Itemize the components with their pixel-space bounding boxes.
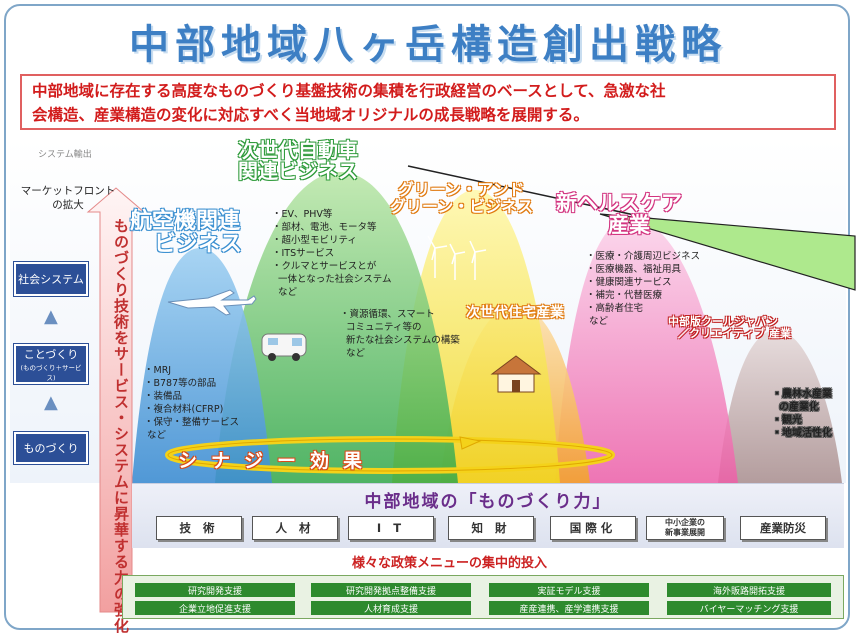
support-rd-base: 研究開発拠点整備支援 [311, 583, 471, 597]
pillar-internationalization: 国際化 [550, 516, 636, 540]
intro-line-1: 中部地域に存在する高度なものづくり基盤技術の集積を行政経営のベースとして、急激な… [32, 82, 666, 100]
system-export-label: システム輸出 [38, 150, 92, 160]
vertical-strengthen-text: ものづくり技術をサービス・システムに昇華する力の強化 [112, 218, 130, 634]
level-kotozukuri: ことづくり (ものづくり＋サービス) [14, 344, 88, 384]
level-monozukuri-label: ものづくり [23, 442, 79, 455]
monozukuri-title: 中部地域の「ものづくり力」 [364, 492, 612, 512]
aviation-title-line-2: ビジネス [154, 232, 243, 258]
auto-title-line-1: 次世代自動車 [238, 138, 358, 162]
pillar-industrial-disaster-prevention: 産業防災 [740, 516, 826, 540]
auto-items: ・EV、PHV等 ・部材、電池、モータ等 ・超小型モビリティ ・ITSサービス … [272, 209, 392, 298]
health-title-line-1: 新ヘルスケア [556, 191, 682, 215]
page-title: 中部地域八ヶ岳構造創出戦略 [129, 22, 727, 68]
market-front-line-2: の拡大 [52, 199, 84, 211]
housing-title: 次世代住宅産業 [466, 305, 564, 321]
intro-box: 中部地域に存在する高度なものづくり基盤技術の集積を行政経営のベースとして、急激な… [20, 74, 836, 130]
pillar-sme-new-business: 中小企業の 新事業展開 [646, 516, 724, 540]
synergy-label: シナジー効果 [178, 450, 377, 472]
pillar-it: I T [348, 516, 434, 540]
upward-arrow-icon: ▲ [44, 306, 58, 327]
pillar-sme-line-1: 中小企業の [665, 518, 705, 527]
support-demo-model: 実証モデル支援 [489, 583, 649, 597]
support-rd: 研究開発支援 [135, 583, 295, 597]
cool-japan-line-1: 中部版クールジャパン [668, 315, 778, 328]
support-overseas-market: 海外販路開拓支援 [667, 583, 831, 597]
support-panel: 研究開発支援 研究開発拠点整備支援 実証モデル支援 海外販路開拓支援 企業立地促… [122, 575, 844, 619]
auto-title: 次世代自動車 関連ビジネス [238, 140, 358, 182]
support-collaboration: 産産連携、産学連携支援 [489, 601, 649, 615]
level-social-system-label: 社会システム [18, 273, 84, 286]
level-kotozukuri-label: ことづくり [23, 348, 79, 361]
monozukuri-band: 中部地域の「ものづくり力」 技 術 人 材 I T 知 財 国際化 中小企業の … [132, 483, 844, 548]
green-title-line-1: グリーン・アンド [398, 180, 525, 199]
level-monozukuri: ものづくり [14, 432, 88, 464]
camper-van-icon [261, 333, 307, 361]
level-kotozukuri-sub: (ものづくり＋サービス) [20, 364, 82, 382]
pillar-technology: 技 術 [156, 516, 242, 540]
support-talent: 人材育成支援 [311, 601, 471, 615]
health-title-line-2: 産業 [608, 213, 650, 238]
intro-line-2: 会構造、産業構造の変化に対応すべく当地域オリジナルの成長戦略を展開する。 [32, 106, 589, 124]
cool-japan-title: 中部版クールジャパン ／クリエイティブ 産業 [668, 316, 791, 339]
cool-japan-line-2: ／クリエイティブ 産業 [678, 326, 791, 340]
green-title-line-2: グリーン・ビジネス [390, 196, 534, 216]
aviation-title: 航空機関連 ビジネス [130, 210, 242, 256]
auto-title-line-2: 関連ビジネス [238, 159, 358, 183]
green-title: グリーン・アンド グリーン・ビジネス [390, 180, 534, 216]
upward-arrow-icon: ▲ [44, 392, 58, 413]
support-buyer-matching: バイヤーマッチング支援 [667, 601, 831, 615]
house-icon [490, 355, 542, 393]
aviation-title-line-1: 航空機関連 [130, 209, 241, 234]
aviation-items: ・MRJ ・B787等の部品 ・装備品 ・複合材料(CFRP) ・保守・整備サー… [144, 365, 240, 441]
health-title: 新ヘルスケア 産業 [556, 192, 682, 236]
airplane-icon [167, 289, 257, 316]
pillar-ip: 知 財 [448, 516, 534, 540]
wind-turbine-icon [427, 235, 487, 280]
policy-menu-title: 様々な政策メニューの集中的投入 [352, 556, 548, 571]
pillar-sme-line-2: 新事業展開 [665, 528, 705, 537]
market-front-line-1: マーケットフロント [20, 185, 116, 197]
support-location: 企業立地促進支援 [135, 601, 295, 615]
pillar-human-resources: 人 材 [252, 516, 338, 540]
health-items: ・医療・介護周辺ビジネス ・医療機器、福祉用具 ・健康関連サービス ・補完・代替… [586, 251, 701, 327]
level-social-system: 社会システム [14, 262, 88, 296]
green-items: ・資源循環、スマート コミュニティ等の 新たな社会システムの構築 など [340, 309, 460, 359]
market-front-label: マーケットフロント の拡大 [20, 184, 116, 212]
agri-items: ・農林水産業 の産業化 ・観光 ・地域活性化 [772, 389, 832, 439]
